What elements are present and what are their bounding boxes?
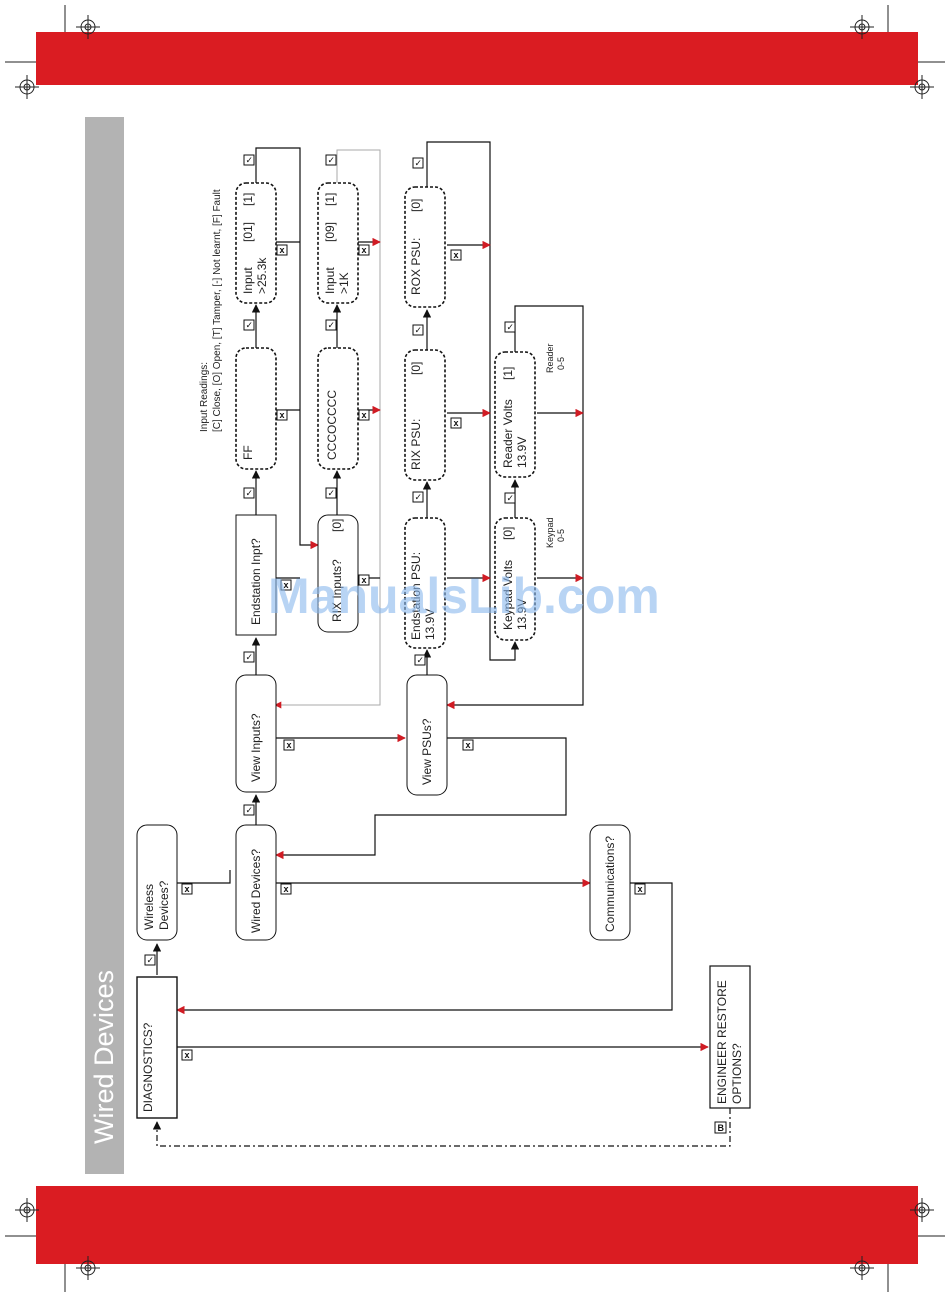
input-09-reading: >1K	[337, 272, 351, 294]
input-01-box	[235, 182, 277, 304]
cross-key: x	[466, 740, 471, 750]
cross-keys: x x x x x x x x x x x x x x	[181, 244, 646, 1061]
tick-key: ✓	[415, 325, 423, 335]
input-01-value: [1]	[241, 193, 255, 206]
tick-key: ✓	[417, 655, 425, 665]
tick-key: ✓	[328, 320, 336, 330]
cross-key: x	[454, 418, 459, 428]
cross-key: x	[362, 410, 367, 420]
rix-psu-value: [0]	[409, 362, 423, 375]
input-09-label: Input	[323, 267, 337, 294]
rox-psu-value: [0]	[409, 199, 423, 212]
sidebar	[85, 117, 124, 1174]
cross-key: x	[284, 884, 289, 894]
cccocccc-reading: CCCOCCCC	[325, 390, 339, 460]
cross-key: x	[185, 884, 190, 894]
tick-key: ✓	[246, 652, 254, 662]
cross-key: x	[362, 245, 367, 255]
back-key-label: B	[718, 1123, 725, 1133]
engineer-restore-line1: ENGINEER RESTORE	[715, 980, 729, 1104]
tick-key: ✓	[328, 488, 336, 498]
registration-marks	[5, 5, 945, 1292]
tick-key: ✓	[507, 322, 515, 332]
watermark: ManualsLib.com	[268, 568, 660, 624]
tick-key: ✓	[246, 805, 254, 815]
tick-key: ✓	[246, 488, 254, 498]
cross-key: x	[280, 245, 285, 255]
reader-volts-box	[494, 351, 536, 478]
keypad-volts-box	[494, 517, 536, 641]
cross-key: x	[284, 580, 289, 590]
rix-psu-label: RIX PSU:	[409, 419, 423, 470]
input-01-index: [01]	[241, 222, 255, 242]
engineer-restore-line2: OPTIONS?	[730, 1043, 744, 1104]
reader-volts-label: Reader Volts	[501, 399, 515, 468]
back-key: B	[714, 1121, 727, 1134]
endstation-inpt-label: Endstation Inpt?	[249, 538, 263, 625]
top-red-band	[36, 32, 918, 85]
cccocccc-reading-box	[317, 347, 359, 470]
wireless-devices-box	[136, 824, 178, 941]
input-09-index: [09]	[323, 222, 337, 242]
wireless-line1: Wireless	[142, 884, 156, 930]
communications-label: Communications?	[603, 836, 617, 932]
legend-text: [C] Close, [O] Open, [T] Tamper, [-] Not…	[212, 189, 223, 432]
reader-volts-index: [1]	[501, 367, 515, 380]
view-inputs-box	[235, 674, 277, 793]
tick-key: ✓	[246, 155, 254, 165]
ff-reading: FF	[241, 445, 255, 460]
ff-reading-box	[235, 347, 277, 470]
tick-key: ✓	[415, 158, 423, 168]
rox-psu-box	[404, 186, 446, 308]
tick-key: ✓	[415, 492, 423, 502]
tick-keys: ✓ ✓ ✓ ✓ ✓ ✓ ✓ ✓ ✓ ✓ ✓ ✓ ✓ ✓ ✓	[144, 154, 516, 966]
input-01-reading: >25.3k	[255, 257, 269, 294]
wired-devices-box	[235, 824, 277, 941]
tick-key: ✓	[507, 493, 515, 503]
keypad-note-line1: Keypad	[545, 517, 555, 548]
reader-volts-value: 13.9V	[515, 437, 529, 468]
cross-key: x	[280, 410, 285, 420]
cross-key: x	[362, 575, 367, 585]
rix-psu-box	[404, 349, 446, 481]
endstation-inpt-box	[235, 514, 277, 636]
rox-psu-label: ROX PSU:	[409, 238, 423, 295]
rix-inputs-label: RIX Inputs?	[330, 559, 344, 622]
keypad-volts-index: [0]	[501, 527, 515, 540]
reader-note-line1: Reader	[545, 343, 555, 373]
engineer-restore-box	[709, 965, 751, 1109]
cross-key: x	[185, 1050, 190, 1060]
endstation-psu-value: 13.9V	[423, 609, 437, 640]
diagnostics-label: DIAGNOSTICS?	[141, 1022, 155, 1112]
input-09-box	[317, 182, 359, 304]
keypad-volts-label: Keypad Volts	[501, 560, 515, 630]
wired-devices-label: Wired Devices?	[249, 849, 263, 933]
reader-note-line2: 0-5	[556, 357, 566, 370]
legend-title: Input Readings:	[199, 362, 210, 432]
tick-key: ✓	[147, 955, 155, 965]
communications-box	[589, 824, 631, 941]
keypad-note-line2: 0-5	[556, 529, 566, 542]
tick-key: ✓	[328, 155, 336, 165]
rix-inputs-box	[317, 514, 359, 633]
view-psus-box	[406, 674, 448, 796]
cross-key: x	[454, 250, 459, 260]
input-01-label: Input	[241, 267, 255, 294]
endstation-psu-label: Endstation PSU:	[409, 552, 423, 640]
tick-key: ✓	[246, 320, 254, 330]
cross-key: x	[638, 884, 643, 894]
rix-inputs-value: [0]	[330, 519, 344, 532]
view-inputs-label: View Inputs?	[249, 713, 263, 782]
bottom-red-band	[36, 1186, 918, 1264]
wireless-line2: Devices?	[157, 880, 171, 930]
endstation-psu-box	[404, 517, 446, 649]
cross-key: x	[287, 740, 292, 750]
view-psus-label: View PSUs?	[420, 718, 434, 785]
input-09-value: [1]	[323, 193, 337, 206]
diagnostics-box	[136, 976, 178, 1119]
keypad-volts-value: 13.9V	[515, 599, 529, 630]
